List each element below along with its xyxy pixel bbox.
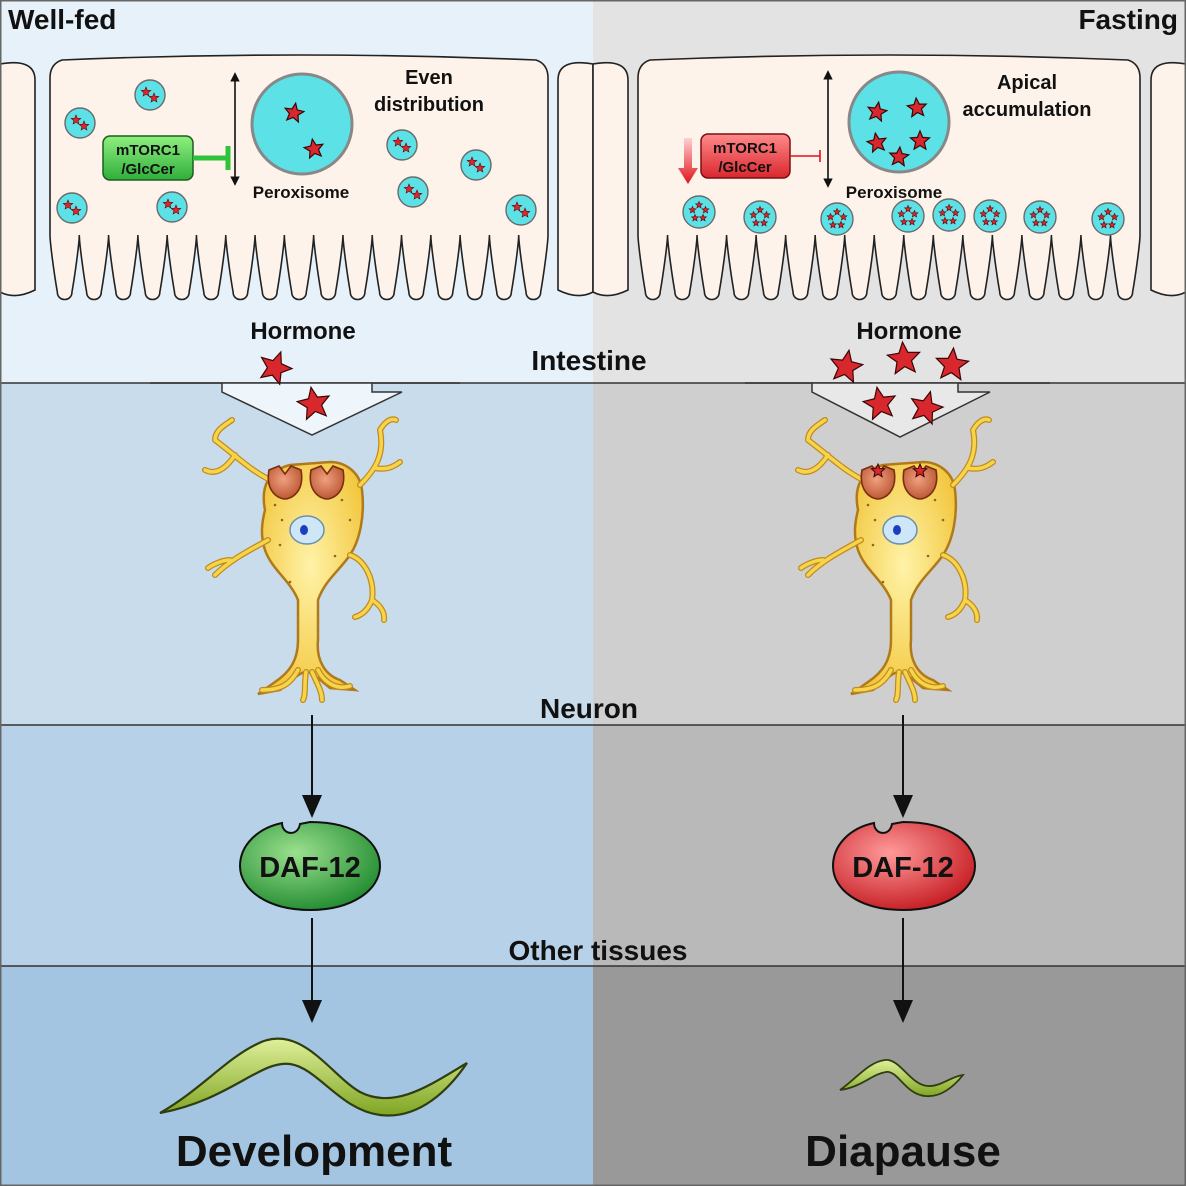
outcome-label-right: Diapause: [805, 1127, 1001, 1176]
intestine-label: Intestine: [531, 345, 646, 376]
intestinal-cell-right: [637, 54, 1141, 301]
receptor-right: DAF-12: [831, 820, 977, 912]
condition-label-right: Fasting: [1078, 4, 1178, 35]
organelle-label-right: Peroxisome: [846, 183, 942, 202]
red-star-icon: [909, 129, 931, 151]
red-star-icon: [870, 462, 886, 478]
pathway-arrows: [302, 715, 913, 1023]
regulator-label-left-2: /GlcCer: [121, 161, 175, 178]
distribution-label-right-1: Apical: [997, 72, 1057, 94]
neuron-left: [202, 416, 403, 703]
worm-small: [839, 1059, 966, 1097]
tissues-label: Other tissues: [509, 935, 688, 966]
funnel-right: [745, 382, 1050, 438]
regulator-box-left: mTORC1 /GlcCer: [102, 135, 231, 181]
intestinal-cell-edge-mid-left: [557, 61, 594, 297]
red-star-icon: [912, 462, 928, 478]
peroxisome-icon: [134, 79, 166, 111]
red-star-icon: [861, 385, 897, 421]
distribution-label-left-1: Even: [405, 67, 453, 89]
vesicles: [56, 79, 1125, 236]
peroxisome-icon: [743, 200, 777, 234]
funnel-left: [150, 382, 460, 436]
intestinal-cell-edge-right: [1150, 61, 1186, 297]
regulator-label-right-1: mTORC1: [713, 140, 777, 157]
neuron-label: Neuron: [540, 693, 638, 724]
red-star-icon: [934, 346, 971, 381]
movement-arrows: [230, 70, 833, 188]
worm-large: [159, 1037, 468, 1117]
peroxisome-icon: [156, 191, 188, 223]
outcome-label-left: Development: [176, 1127, 453, 1176]
peroxisome-icon: [386, 129, 418, 161]
distribution-label-right-2: accumulation: [963, 99, 1092, 121]
peroxisome-icon: [505, 194, 537, 226]
neurons: [202, 416, 996, 703]
receptor-icon: [309, 465, 345, 500]
peroxisome-icon: [64, 107, 96, 139]
red-star-icon: [295, 385, 331, 421]
red-star-icon: [829, 348, 865, 384]
organelle-label-left: Peroxisome: [253, 183, 349, 202]
receptor-left: DAF-12: [238, 820, 382, 912]
peroxisome-large-left: [250, 72, 354, 176]
peroxisome-icon: [891, 199, 925, 233]
red-star-icon: [865, 131, 888, 154]
receptor-icon: [267, 465, 303, 500]
red-star-icon: [302, 137, 325, 160]
distribution-label-left-2: distribution: [374, 94, 484, 116]
receptor-icon: [860, 462, 896, 500]
regulator-label-left-1: mTORC1: [116, 142, 180, 159]
receptor-label-left: DAF-12: [259, 852, 361, 884]
peroxisome-icon: [973, 199, 1007, 233]
condition-label-left: Well-fed: [8, 4, 116, 35]
peroxisome-icon: [56, 192, 88, 224]
red-star-icon: [283, 101, 306, 124]
regulator-label-right-2: /GlcCer: [718, 159, 772, 176]
peroxisome-icon: [1091, 202, 1125, 236]
hormone-stars: [259, 96, 971, 426]
intestinal-cell-edge-mid-right: [592, 61, 629, 297]
peroxisome-icon: [397, 176, 429, 208]
red-star-icon: [259, 350, 294, 386]
receptor-label-right: DAF-12: [852, 852, 954, 884]
red-star-icon: [910, 390, 945, 426]
intestinal-cell-left: [49, 54, 549, 301]
peroxisome-icon: [682, 195, 716, 229]
peroxisome-icon: [932, 198, 966, 232]
intestinal-cell-edge-left: [0, 61, 36, 297]
decrease-arrow-icon: [678, 138, 698, 184]
hormone-label-left: Hormone: [250, 318, 355, 345]
intestinal-cells: [0, 54, 1186, 301]
peroxisome-icon: [1023, 200, 1057, 234]
red-star-icon: [888, 145, 911, 167]
hormone-label-right: Hormone: [856, 318, 961, 345]
neuron-right: [795, 416, 996, 703]
peroxisome-icon: [460, 149, 492, 181]
red-star-icon: [866, 100, 889, 123]
red-star-icon: [885, 340, 922, 375]
receptor-icon: [902, 462, 938, 500]
regulator-box-right: mTORC1 /GlcCer: [678, 133, 821, 184]
red-star-icon: [905, 96, 928, 118]
peroxisome-icon: [820, 202, 854, 236]
